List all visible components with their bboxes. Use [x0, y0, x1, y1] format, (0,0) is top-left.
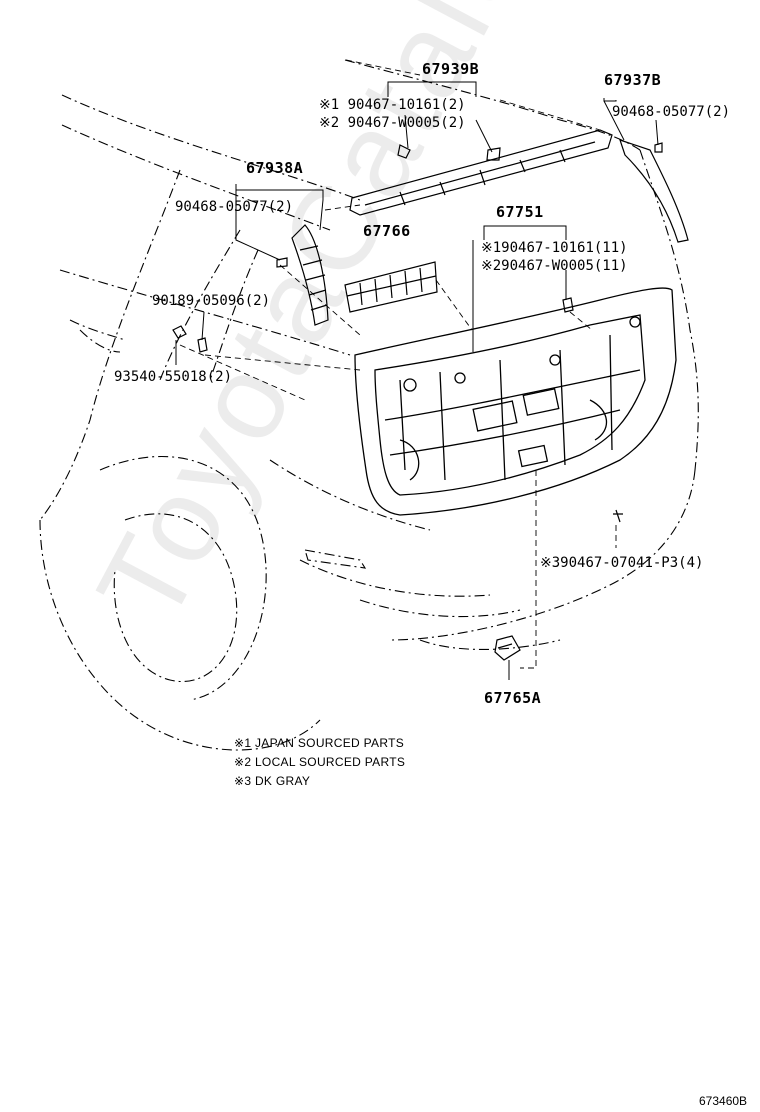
- part-label-90467-W0005-a: ※2 90467-W0005(2): [319, 115, 466, 131]
- legend-note-3: ※3 DK GRAY: [234, 774, 311, 788]
- part-label-90467-W0005-b: ※290467-W0005(11): [481, 258, 628, 274]
- part-label-67766: 67766: [363, 222, 411, 240]
- diagram-id: 673460B: [699, 1094, 748, 1108]
- part-label-90467-10161-b: ※190467-10161(11): [481, 240, 628, 256]
- part-label-67765A: 67765A: [484, 689, 542, 707]
- back-door-trim-board: [354, 287, 677, 516]
- clip-parts: [172, 297, 623, 661]
- part-label-90467-10161-a: ※1 90467-10161(2): [319, 97, 466, 113]
- part-label-90467-07041: ※390467-07041-P3(4): [540, 555, 704, 571]
- guide-lines: [179, 59, 617, 669]
- side-trim-right: [619, 139, 689, 243]
- part-label-67937B: 67937B: [604, 71, 662, 89]
- part-label-67938A: 67938A: [246, 159, 304, 177]
- name-plate: [344, 261, 438, 313]
- legend-note-2: ※2 LOCAL SOURCED PARTS: [234, 755, 406, 769]
- part-label-67939B: 67939B: [422, 60, 480, 78]
- part-label-90468-05077-a: 90468-05077(2): [175, 199, 294, 215]
- part-label-90189-05096: 90189-05096(2): [152, 293, 271, 309]
- legend-note-1: ※1 JAPAN SOURCED PARTS: [234, 736, 405, 750]
- part-label-90468-05077-b: 90468-05077(2): [612, 104, 731, 120]
- part-label-93540-55018: 93540-55018(2): [114, 369, 233, 385]
- side-trim-left: [276, 224, 329, 326]
- car-body-outline: [39, 59, 699, 751]
- leader-lines: [175, 81, 659, 680]
- part-label-67751: 67751: [496, 203, 544, 221]
